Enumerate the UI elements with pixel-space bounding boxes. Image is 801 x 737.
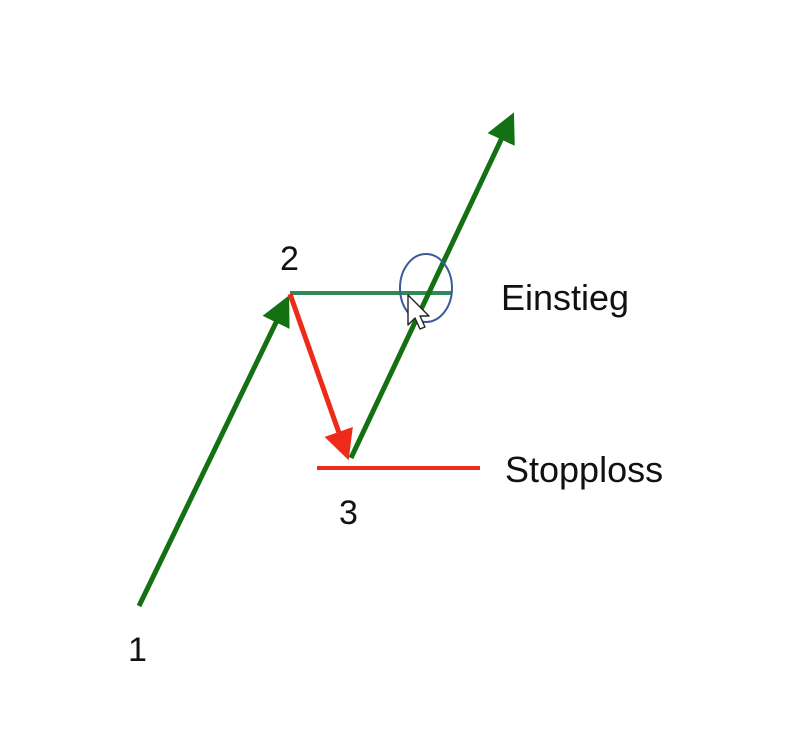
point-label-1: 1 (128, 631, 147, 669)
pullback-down-arrow (287, 293, 353, 461)
continuation-up-arrow (348, 112, 515, 460)
point-label-3: 3 (339, 494, 358, 532)
breakout-highlight-circle (399, 253, 453, 323)
impulse-up-arrow (136, 295, 290, 608)
cursor-icon (407, 294, 430, 330)
point-label-2: 2 (280, 240, 299, 278)
entry-label: Einstieg (501, 277, 629, 318)
stop-loss-label: Stopploss (505, 449, 663, 490)
